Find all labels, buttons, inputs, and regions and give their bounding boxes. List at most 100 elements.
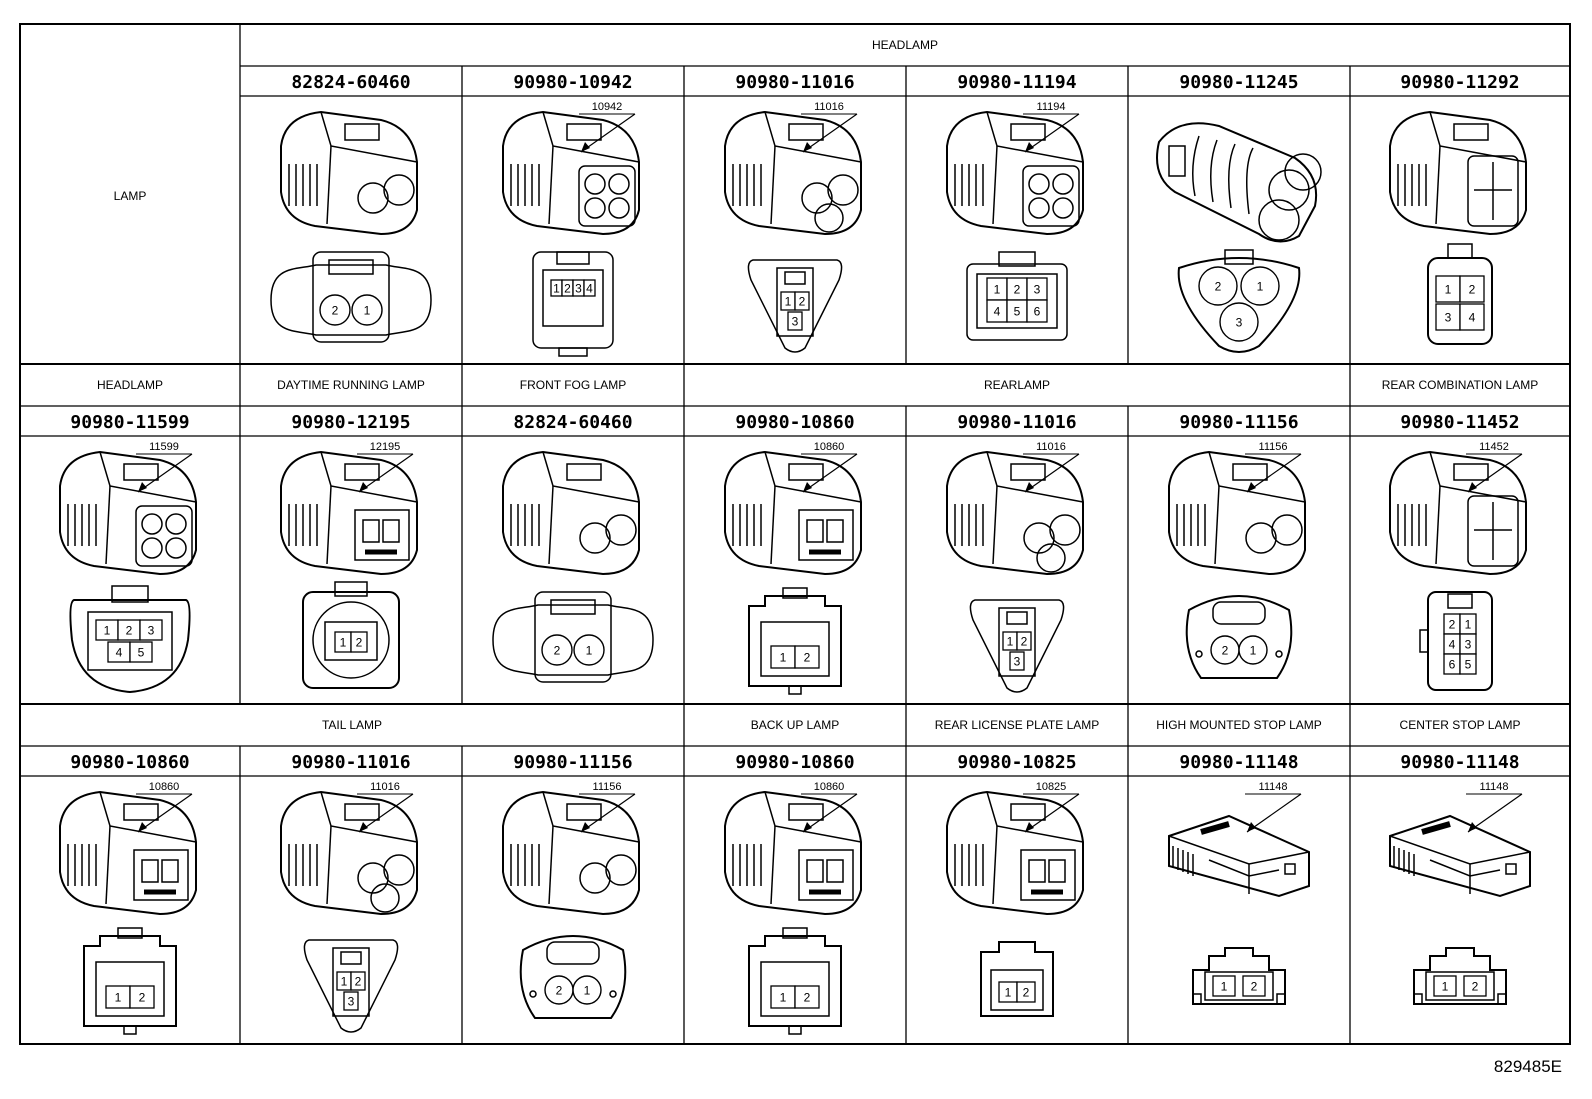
housing (1425, 971, 1495, 1001)
housing (998, 607, 1036, 677)
housing (976, 273, 1058, 329)
pin-cell (129, 985, 155, 1009)
pin-number: 2 (1469, 283, 1476, 297)
connector-body-drawing (724, 110, 862, 236)
callout-leader (802, 113, 858, 153)
pin-number: 2 (1023, 986, 1030, 1000)
guide-hole (529, 990, 537, 998)
pin-number: 6 (1034, 305, 1041, 319)
part-number: 90980-11016 (735, 72, 854, 93)
part-number: 90980-11016 (957, 412, 1076, 433)
pin-cell (139, 619, 163, 641)
callout-label: 11156 (593, 781, 622, 793)
section-header: FRONT FOG LAMP (520, 378, 626, 392)
callout-leader (1246, 453, 1302, 493)
part-number: 90980-10942 (513, 72, 632, 93)
pin-cell (1463, 975, 1487, 997)
pin-number: 1 (1007, 635, 1014, 649)
section-header: HEADLAMP (97, 378, 163, 392)
pin-cell (1459, 275, 1485, 303)
pin-number: 3 (1034, 283, 1041, 297)
housing (760, 621, 830, 677)
pin-circle (573, 634, 605, 666)
connector-face (270, 264, 432, 336)
pin-cell (350, 971, 366, 991)
housing (776, 267, 814, 337)
part-number: 90980-10860 (735, 412, 854, 433)
pin-circle (1219, 302, 1259, 342)
connector-face (748, 935, 842, 1027)
tab (788, 1025, 802, 1035)
pin-number: 1 (553, 282, 560, 296)
pin-cell (1435, 303, 1461, 331)
callout-label: 12195 (370, 441, 401, 453)
pin-cell (343, 991, 359, 1011)
part-number: 90980-11245 (1179, 72, 1298, 93)
connector-body-drawing (946, 790, 1084, 916)
pin-number: 3 (1465, 638, 1472, 652)
callout-arrow (359, 482, 368, 492)
pin-circle (572, 975, 602, 1005)
callout-label: 10942 (592, 101, 623, 113)
housing (312, 251, 390, 343)
callout-label: 10825 (1036, 781, 1067, 793)
callout-arrow (581, 822, 590, 832)
pin-number: 4 (1449, 638, 1456, 652)
callout-label: 11016 (1036, 441, 1066, 453)
callout-label: 11148 (1480, 781, 1509, 793)
callout-leader (802, 793, 858, 833)
part-number: 82824-60460 (291, 72, 410, 93)
latch (556, 251, 590, 265)
pin-number: 4 (1469, 311, 1476, 325)
pin-number: 2 (1251, 980, 1258, 994)
connector-body-drawing (502, 450, 640, 576)
pin-number: 2 (1215, 280, 1222, 294)
connector-face (302, 591, 400, 689)
pin-number: 1 (994, 283, 1001, 297)
pin-number: 5 (1014, 305, 1021, 319)
callout-label: 11194 (1037, 101, 1066, 113)
callout-arrow (803, 822, 812, 832)
connector-face (747, 259, 843, 353)
pin-cell (350, 631, 368, 653)
callout-leader (137, 453, 193, 493)
pin-number: 3 (575, 282, 582, 296)
connector-body-drawing (1168, 450, 1306, 576)
pin-cell (1459, 303, 1485, 331)
housing (87, 611, 173, 671)
callout-leader (802, 453, 858, 493)
tab (558, 347, 588, 357)
connector-face (980, 941, 1054, 1017)
pin-number: 1 (341, 975, 348, 989)
pin-circle (351, 294, 383, 326)
pin-number: 5 (1465, 658, 1472, 672)
pin-number: 2 (1021, 635, 1028, 649)
pin-number: 2 (804, 651, 811, 665)
lock (1276, 993, 1286, 1005)
part-number: 82824-60460 (513, 412, 632, 433)
callout-arrow (138, 482, 147, 492)
tab (788, 685, 802, 695)
lock (1192, 993, 1202, 1005)
housing (312, 601, 390, 679)
pin-number: 1 (586, 644, 593, 658)
connector-face (1177, 257, 1301, 353)
drawing-number: 829485E (1494, 1057, 1562, 1076)
part-number: 90980-12195 (291, 412, 410, 433)
pin-number: 2 (799, 295, 806, 309)
pin-cell (794, 645, 820, 669)
callout-arrow (1468, 822, 1477, 832)
pin-cell (794, 985, 820, 1009)
pin-number: 1 (780, 991, 787, 1005)
pin-circle (319, 294, 351, 326)
latch (782, 927, 808, 939)
pin-circle (1198, 266, 1238, 306)
